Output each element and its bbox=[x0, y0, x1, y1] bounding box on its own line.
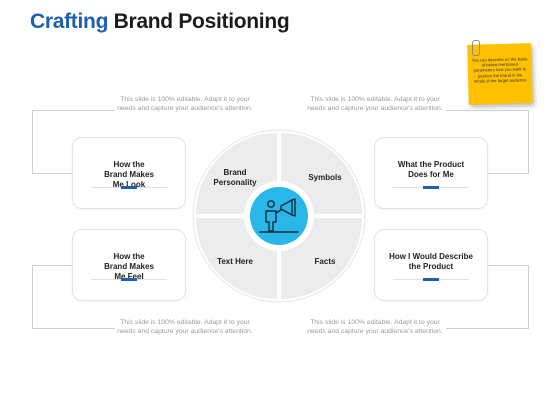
card-look-accent bbox=[121, 186, 137, 189]
quadrant-label-text-here: Text Here bbox=[217, 257, 253, 266]
person-megaphone-icon bbox=[259, 198, 299, 233]
caption-bottom-left: This slide is 100% editable. Adapt it to… bbox=[117, 319, 253, 335]
card-describe-accent bbox=[423, 278, 439, 281]
card-look: How the Brand Makes Me Look bbox=[72, 137, 186, 209]
caption-top-right: This slide is 100% editable. Adapt it to… bbox=[307, 96, 443, 112]
card-describe-label: How I Would Describe the Product bbox=[389, 252, 473, 271]
card-feel: How the Brand Makes Me Feel bbox=[72, 229, 186, 301]
quadrant-label-symbols: Symbols bbox=[308, 173, 342, 182]
quadrant-label-brand-personality: Brand Personality bbox=[213, 168, 257, 187]
center-circle bbox=[250, 187, 308, 245]
caption-top-left: This slide is 100% editable. Adapt it to… bbox=[117, 96, 253, 112]
title-rest: Brand Positioning bbox=[113, 10, 290, 33]
card-product-does-label: What the Product Does for Me bbox=[397, 160, 465, 179]
quadrant-label-facts: Facts bbox=[314, 257, 336, 266]
card-product-does-accent bbox=[423, 186, 439, 189]
page-title: Crafting Brand Positioning bbox=[30, 10, 290, 34]
paperclip-icon bbox=[472, 40, 480, 56]
card-product-does: What the Product Does for Me bbox=[374, 137, 488, 209]
caption-bottom-right: This slide is 100% editable. Adapt it to… bbox=[307, 319, 443, 335]
card-feel-accent bbox=[121, 278, 137, 281]
card-look-label: How the Brand Makes Me Look bbox=[104, 160, 154, 189]
card-feel-label: How the Brand Makes Me Feel bbox=[104, 252, 154, 281]
title-accent: Crafting bbox=[30, 10, 109, 33]
card-describe: How I Would Describe the Product bbox=[374, 229, 488, 301]
